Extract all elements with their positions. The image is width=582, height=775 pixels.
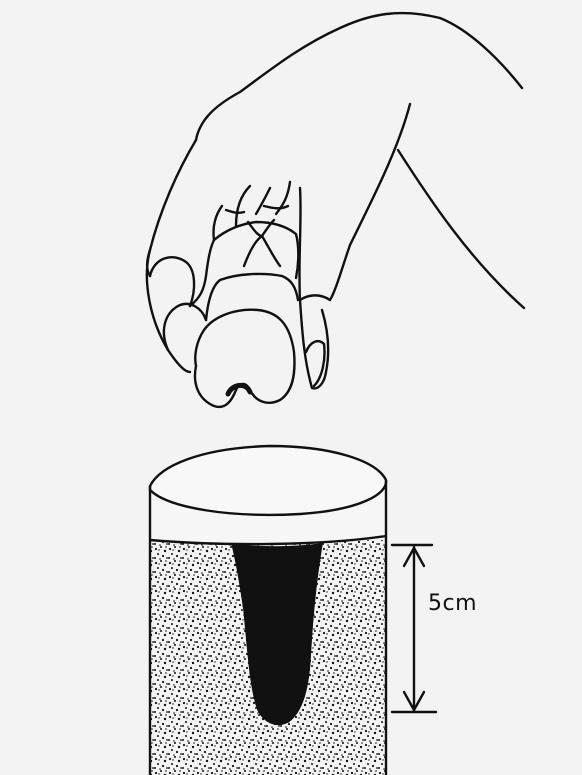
- hand-outline-top: [196, 13, 522, 140]
- fingernail-shadow: [228, 385, 250, 394]
- depth-label: 5cm: [428, 591, 477, 616]
- cylinder-rim: [150, 446, 386, 515]
- back-of-hand: [330, 104, 410, 300]
- inner-fold-lines: [244, 236, 280, 266]
- knuckle-area: [206, 274, 298, 320]
- finger-crease-3: [256, 188, 270, 214]
- finger-crease-2: [236, 186, 250, 226]
- hand-drawing: [147, 13, 524, 407]
- wrist-outline: [398, 150, 524, 308]
- finger-crease-6: [264, 206, 288, 208]
- finger-middle: [164, 304, 206, 350]
- finger-crease-5: [226, 210, 244, 213]
- thumb-base: [300, 295, 330, 300]
- fingertip-bottom: [195, 310, 295, 407]
- finger-upper: [150, 257, 194, 306]
- cylinder-container: [150, 446, 386, 775]
- depth-measure-arrow: [392, 545, 436, 712]
